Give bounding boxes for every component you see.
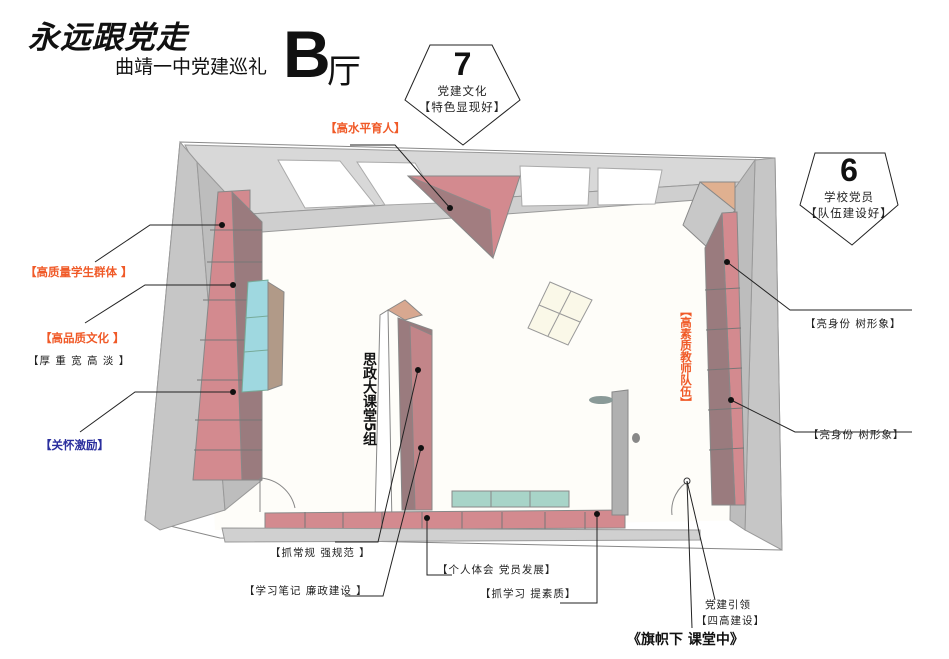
label-qi-zhi-xia: 《旗帜下 课堂中》 (627, 632, 744, 648)
label-gao-zhi-liang: 【高质量学生群体 】 (25, 265, 133, 279)
badge-number: 6 (840, 152, 858, 188)
label-xue-xi-bi-ji: 【学习笔记 廉政建设 】 (244, 585, 368, 597)
label-liang-shen-fen-1: 【亮身份 树形象】 (805, 318, 902, 330)
badge-line2: 【队伍建设好】 (805, 206, 893, 220)
badge-number: 7 (453, 46, 472, 82)
badge-7: 7 党建文化 【特色显现好】 (405, 46, 520, 115)
hall-letter: B (283, 17, 331, 91)
label-zhua-chang-gui: 【抓常规 强规范 】 (270, 547, 371, 559)
badge-line1: 党建文化 (437, 84, 488, 98)
subtitle: 曲靖一中党建巡礼 (115, 56, 268, 78)
badge-line1: 学校党员 (824, 190, 874, 204)
label-ge-ren-ti-hui: 【个人体会 党员发展】 (437, 564, 557, 576)
badge-line2: 【特色显现好】 (418, 100, 507, 114)
label-liang-shen-fen-2: 【亮身份 树形象】 (808, 429, 905, 441)
label-gao-pin-zhi: 【高品质文化 】 (40, 331, 125, 345)
label-hou-zhong: 【厚 重 宽 高 淡 】 (28, 355, 131, 367)
hall-suffix: 厅 (327, 52, 361, 92)
label-gao-shui-ping: 【高水平育人】 (325, 121, 406, 135)
label-zhua-xue-xi: 【抓学习 提素质】 (480, 588, 577, 600)
badge-6: 6 学校党员 【队伍建设好】 (795, 152, 903, 221)
label-guan-huai: 【关怀激励】 (40, 438, 109, 452)
label-si-gao-jian-she: 【四高建设】 (696, 615, 765, 627)
label-si-zheng: 思政大课堂5组 (361, 352, 377, 446)
main-title: 永远跟党走 (28, 20, 188, 56)
label-gao-su-zhi: 【高素质教师队伍】 (679, 305, 693, 409)
label-dang-jian-yin-ling: 党建引领 (705, 599, 751, 611)
